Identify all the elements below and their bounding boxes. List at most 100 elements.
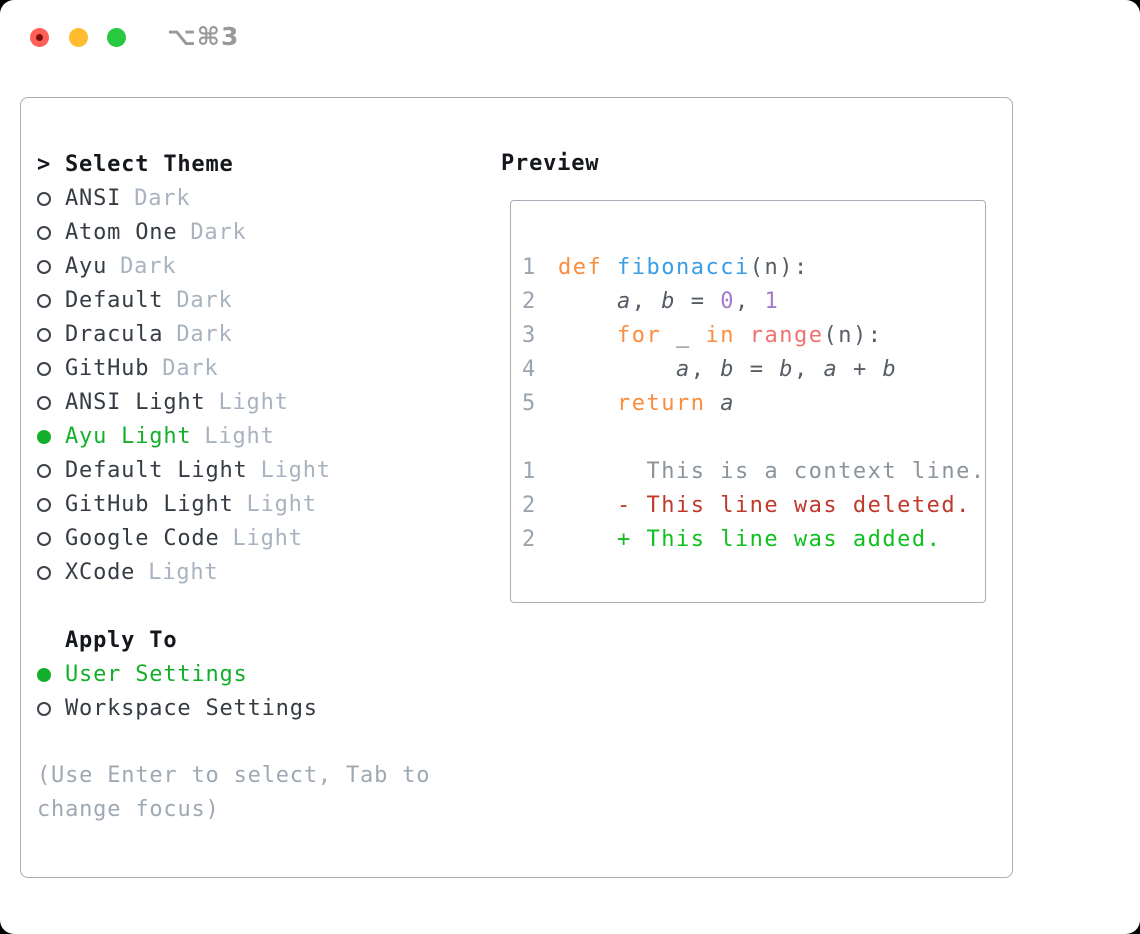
token-plain: , bbox=[690, 356, 721, 382]
code-line-4: 4 a, b = b, a + b bbox=[522, 352, 985, 386]
code-text: a, b = 0, 1 bbox=[558, 289, 779, 314]
diff-line-context: 1 This is a context line. bbox=[522, 454, 985, 488]
line-number: 1 bbox=[522, 254, 537, 280]
token-number: 0 bbox=[720, 288, 735, 314]
window-title: ⌥⌘3 bbox=[167, 22, 240, 51]
spacer bbox=[37, 589, 430, 623]
radio-cell bbox=[37, 395, 65, 410]
radio-selected-icon bbox=[37, 429, 51, 444]
token-plain: _ bbox=[661, 322, 706, 348]
apply-to-label: Apply To bbox=[65, 627, 178, 653]
line-number: 4 bbox=[522, 356, 537, 382]
code-line-2: 2 a, b = 0, 1 bbox=[522, 284, 985, 318]
code-line-1: 1 def fibonacci(n): bbox=[522, 250, 985, 284]
line-number: 1 bbox=[522, 458, 537, 484]
theme-option-atom-one[interactable]: Atom One Dark bbox=[37, 215, 430, 249]
token-variable: a bbox=[823, 356, 839, 382]
theme-option-label: GitHub bbox=[65, 355, 150, 381]
code-text: for _ in range(n): bbox=[558, 323, 882, 348]
radio-cell bbox=[37, 429, 65, 444]
apply-option-label: Workspace Settings bbox=[65, 695, 318, 721]
token-plain bbox=[558, 323, 617, 348]
token-variable: b bbox=[779, 356, 794, 382]
radio-cell bbox=[37, 191, 65, 206]
radio-cell bbox=[37, 327, 65, 342]
radio-unselected-icon bbox=[37, 293, 51, 308]
line-number: 3 bbox=[522, 322, 537, 348]
radio-unselected-icon bbox=[37, 259, 51, 274]
radio-cell bbox=[37, 531, 65, 546]
theme-option-label: ANSI bbox=[65, 185, 122, 211]
theme-variant-label: Dark bbox=[134, 185, 191, 211]
radio-unselected-icon bbox=[37, 531, 51, 546]
apply-option-label: User Settings bbox=[65, 661, 248, 687]
token-variable: b bbox=[720, 356, 735, 382]
apply-option-user-settings[interactable]: User Settings bbox=[37, 657, 430, 691]
radio-unselected-icon bbox=[37, 361, 51, 376]
hint-line-2: change focus) bbox=[37, 797, 220, 822]
token-plain: , bbox=[734, 288, 765, 314]
radio-cell bbox=[37, 463, 65, 478]
token-plain: = bbox=[734, 356, 780, 382]
code-text: def fibonacci(n): bbox=[558, 255, 809, 280]
selection-arrow-icon: > bbox=[37, 151, 52, 177]
theme-variant-label: Dark bbox=[176, 287, 233, 313]
theme-variant-label: Light bbox=[260, 457, 331, 483]
token-keyword: in bbox=[705, 322, 735, 348]
theme-option-ansi[interactable]: ANSI Dark bbox=[37, 181, 430, 215]
hint-line-1: (Use Enter to select, Tab to bbox=[37, 763, 431, 788]
diff-preview: 1 This is a context line. 2 - This line w… bbox=[522, 454, 985, 556]
diff-text-context: This is a context line. bbox=[558, 458, 986, 484]
radio-unselected-icon bbox=[37, 701, 51, 716]
token-call: range bbox=[749, 322, 824, 348]
token-plain: , bbox=[631, 288, 662, 314]
radio-cell bbox=[37, 259, 65, 274]
theme-variant-label: Dark bbox=[176, 321, 233, 347]
token-plain: = bbox=[675, 288, 721, 314]
token-plain bbox=[705, 391, 720, 416]
theme-option-default-light[interactable]: Default Light Light bbox=[37, 453, 430, 487]
line-number: 2 bbox=[522, 526, 537, 552]
theme-variant-label: Light bbox=[232, 525, 303, 551]
minimize-button[interactable] bbox=[69, 28, 88, 47]
apply-option-workspace-settings[interactable]: Workspace Settings bbox=[37, 691, 430, 725]
apply-to-header: Apply To bbox=[37, 623, 430, 657]
theme-option-label: Default Light bbox=[65, 457, 248, 483]
token-variable: a bbox=[616, 288, 632, 314]
theme-option-label: Google Code bbox=[65, 525, 220, 551]
radio-unselected-icon bbox=[37, 191, 51, 206]
theme-option-label: Atom One bbox=[65, 219, 178, 245]
radio-cell bbox=[37, 361, 65, 376]
theme-option-label: XCode bbox=[65, 559, 136, 585]
radio-unselected-icon bbox=[37, 395, 51, 410]
close-button[interactable] bbox=[30, 28, 49, 47]
radio-cell bbox=[37, 701, 65, 716]
theme-variant-label: Light bbox=[204, 423, 275, 449]
radio-unselected-icon bbox=[37, 225, 51, 240]
radio-cell bbox=[37, 497, 65, 512]
zoom-button[interactable] bbox=[107, 28, 126, 47]
theme-option-google-code[interactable]: Google Code Light bbox=[37, 521, 430, 555]
theme-variant-label: Dark bbox=[190, 219, 247, 245]
code-line-3: 3 for _ in range(n): bbox=[522, 318, 985, 352]
token-keyword: for bbox=[616, 322, 662, 348]
radio-cell bbox=[37, 565, 65, 580]
diff-text-deleted: - This line was deleted. bbox=[558, 492, 971, 518]
select-theme-header: > Select Theme bbox=[37, 147, 430, 181]
code-text: return a bbox=[558, 391, 735, 416]
token-plain bbox=[735, 323, 750, 348]
